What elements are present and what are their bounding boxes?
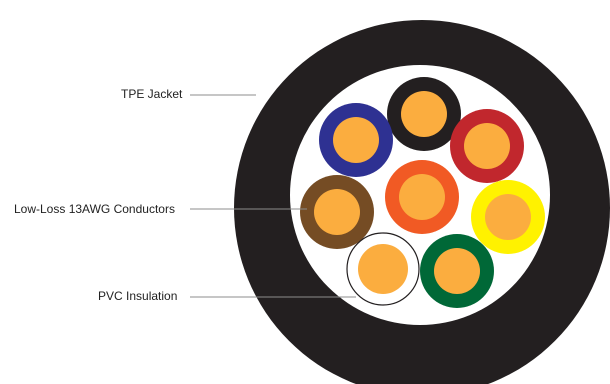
label-tpe-jacket: TPE Jacket	[121, 87, 183, 101]
conductor-brown	[300, 175, 374, 249]
conductor-red	[450, 109, 524, 183]
conductor-white	[346, 232, 420, 306]
conductor-blue	[319, 103, 393, 177]
conductor-orange	[385, 160, 459, 234]
conductor-black	[387, 77, 461, 151]
label-pvc-insulation: PVC Insulation	[98, 289, 178, 303]
conductor-green	[420, 234, 494, 308]
label-conductors: Low-Loss 13AWG Conductors	[14, 202, 175, 216]
conductor-yellow	[471, 180, 545, 254]
